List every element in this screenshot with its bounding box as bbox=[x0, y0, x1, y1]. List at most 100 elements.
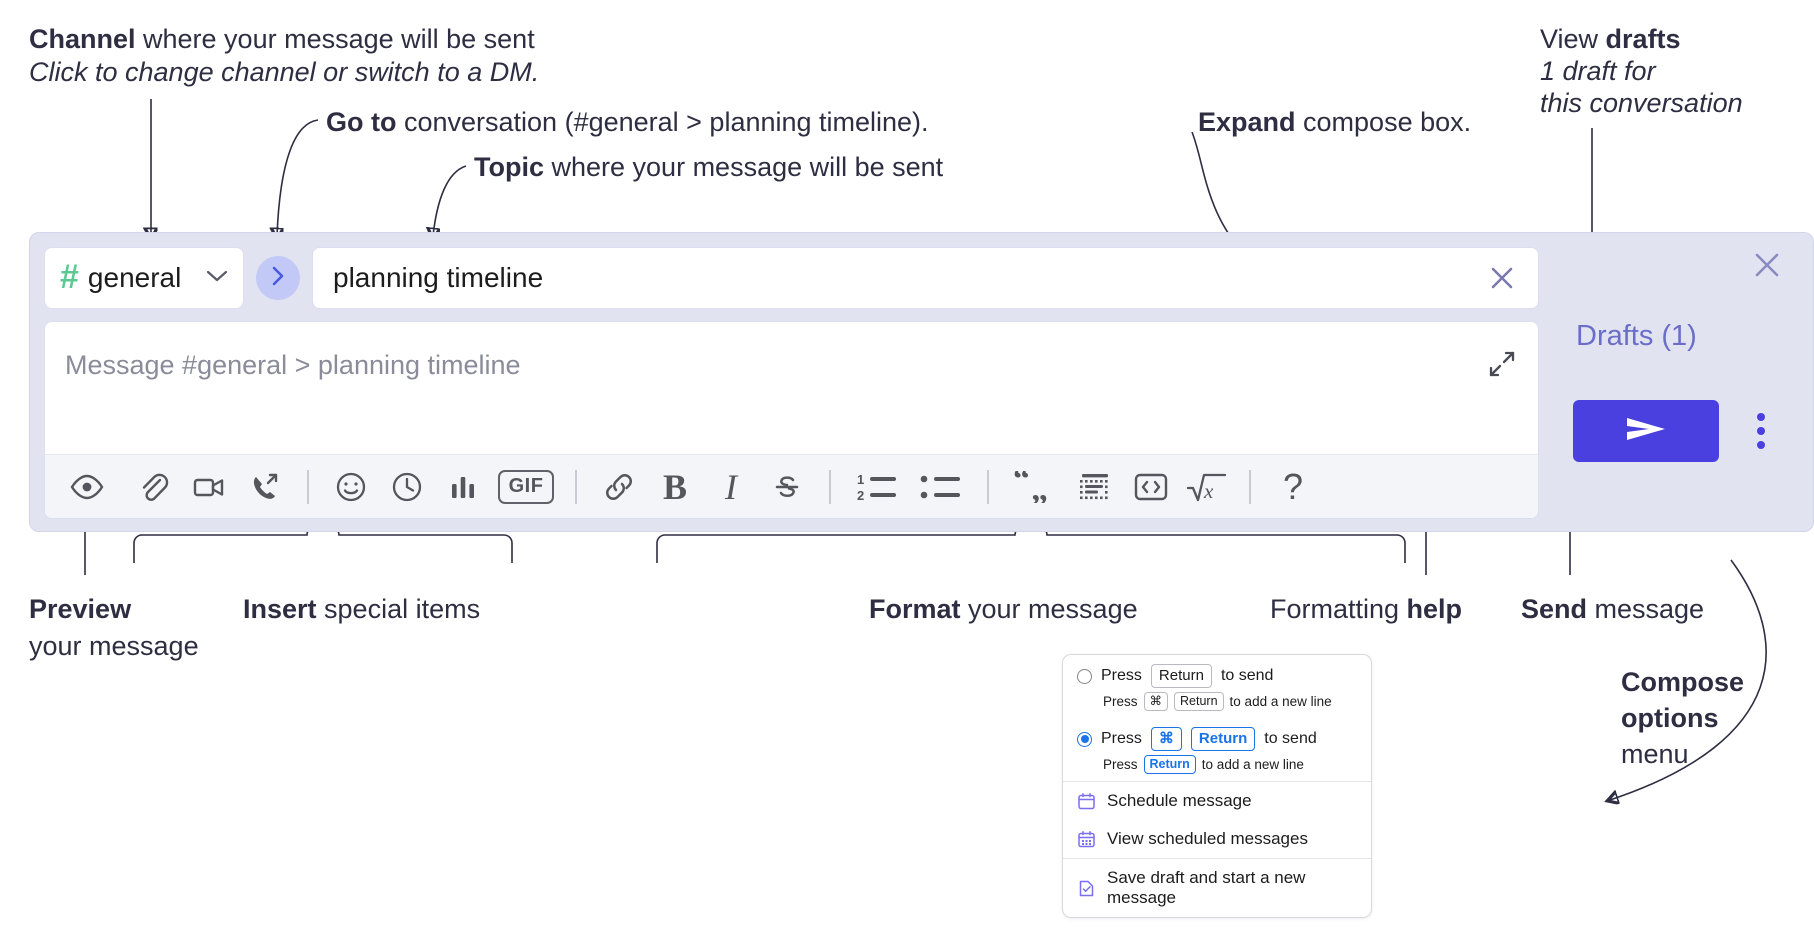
annotation-compose-options-bold2: options bbox=[1621, 703, 1719, 733]
goto-conversation-button[interactable] bbox=[256, 256, 300, 300]
annotation-drafts-sub2: this conversation bbox=[1540, 86, 1743, 120]
compose-header-row: # general planning timeline bbox=[44, 247, 1539, 309]
annotation-insert-rest: special items bbox=[316, 594, 481, 624]
toolbar-divider bbox=[829, 469, 831, 504]
clock-icon[interactable] bbox=[379, 459, 435, 515]
phone-forward-icon[interactable] bbox=[237, 459, 293, 515]
compose-options-menu: Press Return to send Press ⌘ Return to a… bbox=[1062, 654, 1372, 919]
link-icon[interactable] bbox=[591, 459, 647, 515]
option2-prefix: Press bbox=[1101, 730, 1142, 748]
key-command: ⌘ bbox=[1143, 692, 1169, 712]
topic-value: planning timeline bbox=[333, 262, 544, 293]
question-mark-icon[interactable]: ? bbox=[1265, 459, 1321, 515]
annotation-preview-sub-text: your message bbox=[29, 631, 199, 661]
option2-suffix: to send bbox=[1264, 730, 1317, 748]
annotation-send-rest: message bbox=[1587, 594, 1705, 624]
strikethrough-icon[interactable] bbox=[759, 459, 815, 515]
message-input-placeholder: Message #general > planning timeline bbox=[65, 350, 521, 380]
key-return: Return bbox=[1150, 664, 1212, 689]
annotation-drafts-sub2-text: this conversation bbox=[1540, 88, 1743, 118]
toolbar-divider bbox=[987, 469, 989, 504]
bar-chart-icon[interactable] bbox=[435, 459, 491, 515]
annotation-compose-options-bold1: Compose bbox=[1621, 667, 1745, 697]
annotation-drafts-bold: drafts bbox=[1605, 24, 1681, 54]
drafts-link[interactable]: Drafts (1) bbox=[1576, 320, 1697, 352]
gif-icon[interactable]: GIF bbox=[491, 459, 561, 515]
italic-icon[interactable]: I bbox=[703, 459, 759, 515]
close-icon[interactable] bbox=[1480, 256, 1524, 300]
inline-code-icon[interactable] bbox=[1123, 459, 1179, 515]
annotation-formatting-help-pre: Formatting bbox=[1270, 594, 1407, 624]
key-command: ⌘ bbox=[1150, 727, 1182, 752]
topic-field[interactable]: planning timeline bbox=[312, 247, 1539, 309]
vertical-ellipsis-icon[interactable] bbox=[1741, 403, 1781, 459]
svg-text:2: 2 bbox=[857, 488, 864, 503]
menu-item-view-scheduled-messages[interactable]: View scheduled messages bbox=[1063, 820, 1371, 858]
video-camera-icon[interactable] bbox=[181, 459, 237, 515]
channel-picker[interactable]: # general bbox=[44, 247, 244, 309]
compose-right-rail: Drafts (1) bbox=[1555, 233, 1813, 531]
annotation-compose-options-rest: menu bbox=[1621, 739, 1689, 769]
bold-icon[interactable]: B bbox=[647, 459, 703, 515]
chevron-right-icon bbox=[269, 265, 287, 292]
italic-label: I bbox=[725, 466, 737, 507]
menu-item-label: Schedule message bbox=[1107, 791, 1252, 811]
annotation-drafts: View drafts bbox=[1540, 22, 1681, 56]
formatting-toolbar: GIF B I bbox=[45, 454, 1538, 518]
ordered-list-icon[interactable]: 1 2 bbox=[845, 459, 909, 515]
menu-item-save-draft[interactable]: Save draft and start a new message bbox=[1063, 859, 1371, 917]
send-option-return[interactable]: Press Return to send bbox=[1063, 655, 1371, 690]
send-button[interactable] bbox=[1573, 400, 1719, 462]
option1-sub-suffix: to add a new line bbox=[1229, 694, 1332, 710]
annotation-topic: Topic where your message will be sent bbox=[474, 150, 943, 184]
bold-label: B bbox=[662, 466, 687, 507]
annotation-compose-options-2: options bbox=[1621, 701, 1718, 735]
eye-icon[interactable] bbox=[59, 459, 115, 515]
annotation-expand: Expand compose box. bbox=[1198, 105, 1471, 139]
expand-icon[interactable] bbox=[1482, 344, 1522, 384]
svg-text:“: “ bbox=[1013, 471, 1030, 498]
key-return-small: Return bbox=[1143, 755, 1196, 775]
close-icon[interactable] bbox=[1747, 245, 1787, 285]
send-option-return-hint: Press ⌘ Return to add a new line bbox=[1063, 690, 1371, 718]
message-input-box[interactable]: Message #general > planning timeline bbox=[44, 321, 1539, 519]
annotation-preview: Preview bbox=[29, 592, 131, 626]
chevron-down-icon bbox=[206, 269, 228, 288]
compose-inner: # general planning timeline bbox=[44, 247, 1539, 519]
compose-panel: # general planning timeline bbox=[29, 232, 1814, 532]
option2-sub-suffix: to add a new line bbox=[1201, 757, 1304, 773]
annotation-preview-sub: your message bbox=[29, 629, 199, 663]
annotation-drafts-sub1: 1 draft for bbox=[1540, 54, 1656, 88]
math-sqrt-icon[interactable]: x bbox=[1179, 459, 1235, 515]
annotation-goto-bold: Go to bbox=[326, 107, 397, 137]
gif-label: GIF bbox=[498, 469, 554, 504]
blockquote-icon[interactable]: “ „ bbox=[1003, 459, 1067, 515]
channel-name: general bbox=[87, 262, 182, 293]
calendar-schedule-icon bbox=[1077, 792, 1096, 811]
annotation-formatting-help: Formatting help bbox=[1270, 592, 1462, 626]
help-label: ? bbox=[1282, 465, 1304, 507]
annotation-channel-rest: where your message will be sent bbox=[135, 24, 535, 54]
annotation-format-bold: Format bbox=[869, 594, 961, 624]
send-option-cmd-return[interactable]: Press ⌘ Return to send bbox=[1063, 718, 1371, 753]
annotation-goto: Go to conversation (#general > planning … bbox=[326, 105, 929, 139]
radio-cmd-return[interactable] bbox=[1077, 731, 1092, 747]
paperclip-icon[interactable] bbox=[125, 459, 181, 515]
emoji-smiley-icon[interactable] bbox=[323, 459, 379, 515]
menu-item-label: View scheduled messages bbox=[1107, 829, 1308, 849]
annotation-channel-sub: Click to change channel or switch to a D… bbox=[29, 55, 539, 89]
svg-text:x: x bbox=[1203, 479, 1214, 503]
menu-item-schedule-message[interactable]: Schedule message bbox=[1063, 782, 1371, 820]
key-return-small: Return bbox=[1174, 692, 1224, 712]
annotation-drafts-pre: View bbox=[1540, 24, 1606, 54]
annotation-goto-rest: conversation (#general > planning timeli… bbox=[396, 107, 929, 137]
code-block-icon[interactable] bbox=[1067, 459, 1123, 515]
annotation-topic-rest: where your message will be sent bbox=[544, 152, 944, 182]
hash-icon: # bbox=[60, 257, 79, 296]
annotation-expand-rest: compose box. bbox=[1295, 107, 1472, 137]
bulleted-list-icon[interactable] bbox=[909, 459, 973, 515]
option1-suffix: to send bbox=[1220, 667, 1274, 685]
annotation-preview-bold: Preview bbox=[29, 594, 132, 624]
radio-return[interactable] bbox=[1077, 668, 1092, 684]
